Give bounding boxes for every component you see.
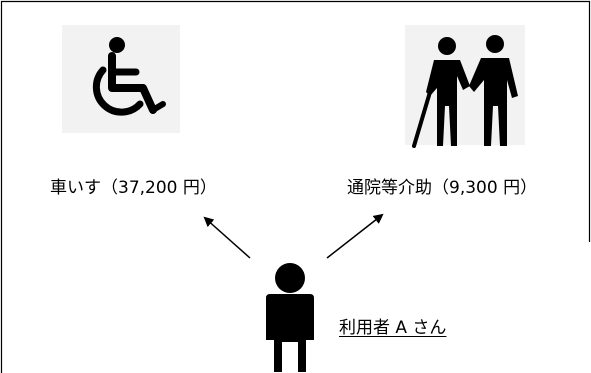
- escort-service-label: 通院等介助（9,300 円）: [347, 178, 538, 198]
- arrow-to-escort: [326, 213, 384, 259]
- arrow-to-wheelchair: [203, 216, 251, 259]
- wheelchair-label: 車いす（37,200 円）: [50, 178, 217, 198]
- wheelchair-icon: [62, 25, 180, 133]
- user-label: 利用者 A さん: [339, 318, 447, 338]
- elderly-escort-icon: [405, 25, 525, 148]
- person-icon: [266, 263, 314, 372]
